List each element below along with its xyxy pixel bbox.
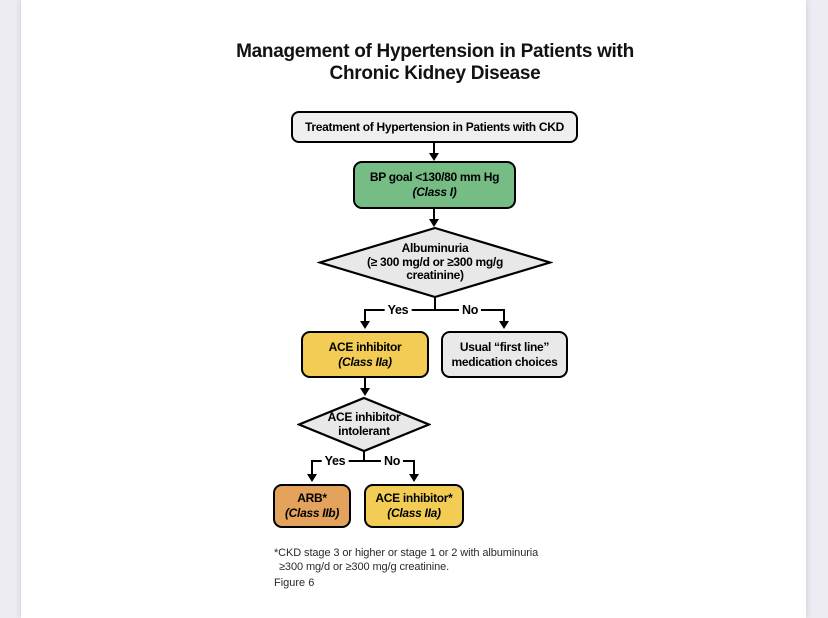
arrow-down-icon (499, 321, 509, 329)
footnote-line2: ≥300 mg/d or ≥300 mg/g creatinine. (279, 561, 450, 573)
node-usual-first-line-line2: medication choices (451, 354, 558, 369)
arrow-down-icon (360, 321, 370, 329)
node-usual-first-line-line1: Usual “first line” (459, 339, 550, 354)
branch1-no-label: No (458, 303, 482, 317)
decision-intolerant-line1: ACE inhibitor (327, 410, 401, 424)
decision-albuminuria-line1: Albuminuria (401, 241, 469, 255)
footnote: *CKD stage 3 or higher or stage 1 or 2 w… (274, 546, 538, 574)
connector-start-bpgoal (433, 143, 435, 154)
decision-intolerant: ACE inhibitor intolerant (297, 410, 431, 438)
node-bp-goal-label: BP goal <130/80 mm Hg (369, 170, 500, 184)
figure-title-line1: Management of Hypertension in Patients w… (236, 41, 634, 62)
figure-number: Figure 6 (274, 577, 315, 589)
node-treatment-start: Treatment of Hypertension in Patients wi… (291, 111, 578, 143)
node-ace-inhibitor-label: ACE inhibitor (328, 339, 402, 354)
decision-intolerant-line2: intolerant (338, 423, 390, 438)
branch2-no-label: No (380, 454, 404, 468)
connector-branch1-yes-drop (364, 309, 366, 322)
node-ace-inhibitor-class: (Class IIa) (338, 354, 392, 369)
connector-branch2-horizontal (311, 460, 415, 462)
arrow-down-icon (429, 219, 439, 227)
node-ace-inhibitor-2: ACE inhibitor* (Class IIa) (364, 484, 464, 528)
branch2-yes-label: Yes (321, 454, 349, 468)
connector-intolerant-stem (363, 451, 365, 461)
node-treatment-start-label: Treatment of Hypertension in Patients wi… (305, 119, 564, 134)
arrow-down-icon (360, 388, 370, 396)
figure-title: Management of Hypertension in Patients w… (21, 41, 828, 85)
connector-branch1-no-drop (503, 309, 505, 322)
decision-albuminuria-line3: creatinine) (406, 268, 464, 282)
node-usual-first-line: Usual “first line” medication choices (441, 331, 568, 378)
connector-bpgoal-albuminuria (433, 209, 435, 219)
node-arb: ARB* (Class IIb) (273, 484, 351, 528)
connector-branch2-no-drop (413, 460, 415, 475)
connector-branch1-horizontal (364, 309, 505, 311)
connector-branch2-yes-drop (311, 460, 313, 475)
footnote-line1: *CKD stage 3 or higher or stage 1 or 2 w… (274, 547, 539, 559)
arrow-down-icon (307, 474, 317, 482)
connector-ace-intolerant (364, 378, 366, 388)
node-ace-inhibitor-2-class: (Class IIa) (387, 506, 441, 520)
decision-albuminuria-line2: (≥ 300 mg/d or ≥300 mg/g (366, 254, 503, 269)
node-ace-inhibitor: ACE inhibitor (Class IIa) (301, 331, 429, 378)
arrow-down-icon (429, 153, 439, 161)
node-arb-label: ARB* (297, 491, 327, 505)
decision-albuminuria: Albuminuria (≥ 300 mg/d or ≥300 mg/g cre… (317, 241, 553, 283)
node-bp-goal: BP goal <130/80 mm Hg (Class I) (353, 161, 516, 209)
arrow-down-icon (409, 474, 419, 482)
branch1-yes-label: Yes (384, 303, 412, 317)
figure-title-line2: Chronic Kidney Disease (329, 63, 541, 84)
node-arb-class: (Class IIb) (284, 506, 340, 520)
node-ace-inhibitor-2-label: ACE inhibitor* (375, 491, 453, 505)
node-bp-goal-class: (Class I) (412, 185, 457, 199)
document-page: Management of Hypertension in Patients w… (21, 0, 806, 618)
connector-albuminuria-stem (434, 297, 436, 310)
